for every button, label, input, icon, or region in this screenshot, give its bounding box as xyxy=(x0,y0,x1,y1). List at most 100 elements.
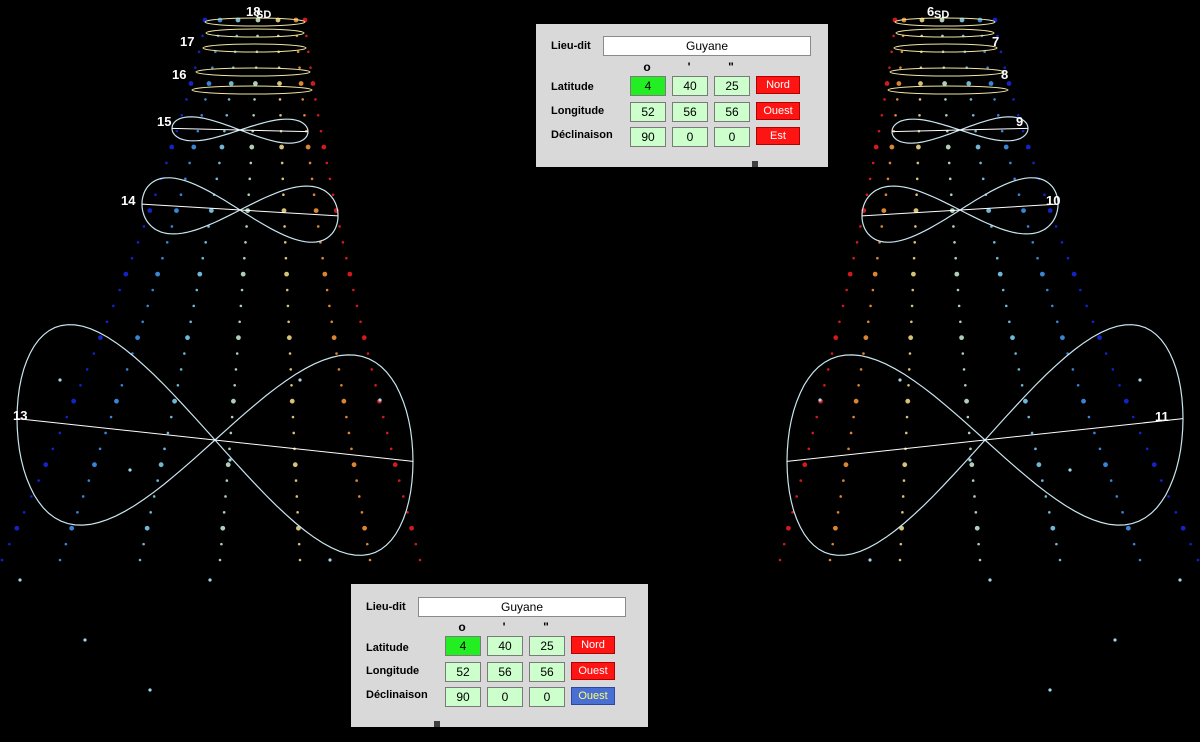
hour-line-dot xyxy=(204,241,207,244)
hour-line-dot xyxy=(974,511,978,514)
hour-line-dot xyxy=(196,129,200,133)
longitude-direction-button[interactable]: Ouest xyxy=(571,662,615,680)
hour-line-dot xyxy=(843,462,849,468)
declinaison-degrees-field[interactable]: 90 xyxy=(630,127,666,147)
declinaison-seconds-field[interactable]: 0 xyxy=(529,687,565,707)
hour-line-dot xyxy=(1036,462,1042,468)
hour-line-dot xyxy=(1060,241,1064,244)
hour-line-dot xyxy=(1036,256,1039,260)
latitude-direction-button[interactable]: Nord xyxy=(756,76,800,94)
hour-line-dot xyxy=(165,241,169,244)
latitude-seconds-field[interactable]: 25 xyxy=(529,636,565,656)
declinaison-direction-button[interactable]: Est xyxy=(756,127,800,145)
hour-line-dot xyxy=(130,256,134,260)
hour-line-dot xyxy=(295,495,299,498)
latitude-degrees-field[interactable]: 4 xyxy=(630,76,666,96)
declination-ring xyxy=(202,43,307,53)
hour-line-dot xyxy=(1091,320,1095,324)
scatter-dot xyxy=(1113,638,1117,642)
hour-line-dot xyxy=(908,335,914,341)
latitude-minutes-field[interactable]: 40 xyxy=(672,76,708,96)
hour-line-dot xyxy=(118,288,121,292)
hour-line-dot xyxy=(281,208,287,213)
longitude-seconds-field[interactable]: 56 xyxy=(714,102,750,122)
hour-line-dot xyxy=(215,177,219,181)
hour-line-dot xyxy=(888,161,892,165)
hour-line-dot xyxy=(154,193,157,197)
hour-line-dot xyxy=(959,320,962,324)
hour-line-dot xyxy=(1109,479,1113,482)
latitude-degrees-field[interactable]: 4 xyxy=(445,636,481,656)
latitude-direction-button[interactable]: Nord xyxy=(571,636,615,654)
hour-line-dot xyxy=(1032,161,1035,165)
hour-line-dot xyxy=(1025,144,1031,150)
hour-line-dot xyxy=(22,511,26,514)
analemma-loop xyxy=(141,177,339,243)
equinox-line xyxy=(861,203,1059,217)
hour-line-dot xyxy=(152,495,156,498)
longitude-seconds-field[interactable]: 56 xyxy=(529,662,565,682)
left-hour-label-16: 16 xyxy=(172,67,186,82)
declinaison-direction-button[interactable]: Ouest xyxy=(571,687,615,705)
hour-line-dot xyxy=(321,144,327,150)
hour-line-dot xyxy=(224,495,227,498)
lieu-dit-input[interactable]: Guyane xyxy=(603,36,811,56)
declinaison-seconds-field[interactable]: 0 xyxy=(714,127,750,147)
scatter-dot xyxy=(868,558,872,562)
scatter-dot xyxy=(328,558,332,562)
hour-line-dot xyxy=(8,542,11,546)
lieu-dit-input[interactable]: Guyane xyxy=(418,597,626,617)
hour-line-dot xyxy=(85,368,89,371)
resize-grip[interactable] xyxy=(752,161,758,167)
hour-line-dot xyxy=(330,320,334,324)
hour-line-dot xyxy=(296,511,299,514)
declinaison-minutes-field[interactable]: 0 xyxy=(672,127,708,147)
hour-line-dot xyxy=(828,558,832,562)
hour-line-dot xyxy=(1047,208,1053,213)
hour-line-dot xyxy=(899,542,903,546)
hour-line-dot xyxy=(900,50,904,54)
longitude-direction-button[interactable]: Ouest xyxy=(756,102,800,120)
hour-line-dot xyxy=(839,495,843,498)
hour-line-dot xyxy=(971,479,975,482)
hour-line-dot xyxy=(962,368,966,371)
hour-line-dot xyxy=(795,495,798,498)
longitude-degrees-field[interactable]: 52 xyxy=(630,102,666,122)
hour-line-dot xyxy=(147,208,153,213)
hour-line-dot xyxy=(225,462,231,468)
longitude-minutes-field[interactable]: 56 xyxy=(672,102,708,122)
hour-line-dot xyxy=(389,447,393,451)
hour-line-dot xyxy=(948,177,952,181)
hour-line-dot xyxy=(291,415,295,419)
hour-line-dot xyxy=(406,511,409,514)
hour-line-dot xyxy=(142,225,146,228)
hour-line-dot xyxy=(287,320,290,324)
longitude-degrees-field[interactable]: 52 xyxy=(445,662,481,682)
hour-line-dot xyxy=(862,352,865,355)
hour-line-dot xyxy=(910,304,914,308)
hour-line-dot xyxy=(92,352,96,355)
hour-line-dot xyxy=(969,98,973,101)
hour-line-dot xyxy=(961,352,965,355)
hour-line-dot xyxy=(904,431,908,435)
declinaison-degrees-field[interactable]: 90 xyxy=(445,687,481,707)
declinaison-minutes-field[interactable]: 0 xyxy=(487,687,523,707)
resize-grip[interactable] xyxy=(434,721,440,727)
left-hour-label-13: 13 xyxy=(13,408,27,423)
hour-line-dot xyxy=(279,144,285,150)
hour-line-dot xyxy=(799,479,803,482)
longitude-minutes-field[interactable]: 56 xyxy=(487,662,523,682)
hour-line-dot xyxy=(79,383,82,387)
hour-line-dot xyxy=(176,383,180,387)
latitude-minutes-field[interactable]: 40 xyxy=(487,636,523,656)
hour-line-dot xyxy=(191,144,197,150)
hour-line-dot xyxy=(188,161,191,165)
hour-line-dot xyxy=(142,542,145,546)
right-hour-label-6: 6 xyxy=(927,4,934,19)
hour-line-dot xyxy=(953,241,956,244)
hour-line-dot xyxy=(247,193,251,197)
hour-line-dot xyxy=(201,34,204,38)
hour-line-dot xyxy=(281,177,285,181)
hour-line-dot xyxy=(338,225,341,228)
latitude-seconds-field[interactable]: 25 xyxy=(714,76,750,96)
